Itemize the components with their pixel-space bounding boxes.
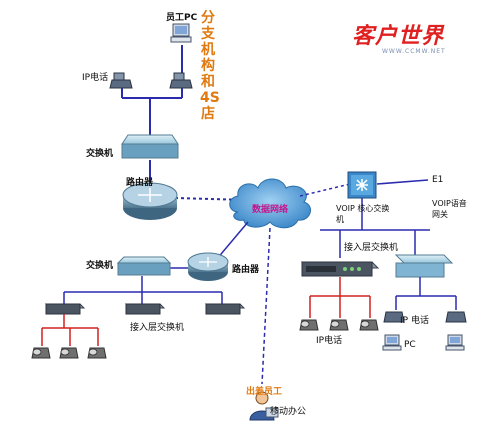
right-links: [395, 277, 457, 310]
ip-phone-icon: [31, 347, 51, 359]
access-switch-icon: [204, 303, 246, 315]
mid-links: [63, 267, 223, 304]
staff-pc-label: 员工PC: [166, 13, 198, 23]
router-mid-label: 路由器: [232, 265, 260, 275]
access-switch-left-label: 接入层交换机: [130, 323, 185, 333]
brand-main-text: 客户世界: [352, 24, 445, 49]
ip-phone-right-label: IP 电话: [400, 316, 429, 326]
data-network-label: 数据网络: [252, 205, 289, 215]
access-switch-rack-icon: [300, 261, 380, 277]
red-links-center: [309, 277, 371, 318]
switch-mid-icon: [116, 256, 172, 276]
ip-phone-top-label: IP电话: [82, 73, 109, 83]
brand-logo: 客户世界 WWW.CCMW.NET: [352, 18, 446, 55]
cloud-links: [215, 183, 351, 385]
ip-phone-icon: [299, 319, 319, 331]
brand-sub-text: WWW.CCMW.NET: [382, 48, 446, 55]
voip-gateway-icon: [394, 254, 454, 278]
switch-mid-label: 交换机: [86, 261, 114, 271]
voip-gateway-label: VOIP语音网关: [432, 199, 467, 219]
ip-phone-icon: [109, 72, 133, 89]
ip-phone-mid-label: IP电话: [316, 336, 343, 346]
branch-title: 分支机构和4S店: [200, 10, 220, 122]
pc-icon: [382, 334, 402, 351]
ip-phone-icon: [59, 347, 79, 359]
ip-phone-icon: [329, 319, 349, 331]
router-top-label: 路由器: [126, 178, 154, 188]
switch-top-icon: [121, 134, 179, 159]
ip-phone-icon: [359, 319, 379, 331]
ip-phone-icon: [87, 347, 107, 359]
traveling-staff-label: 出差员工: [246, 387, 283, 397]
router-top-icon: [122, 182, 178, 220]
ip-phone-icon: [169, 72, 193, 89]
red-links-left: [41, 314, 99, 346]
pc-icon: [445, 334, 465, 351]
traveling-staff-icon: [249, 391, 279, 421]
staff-pc-icon: [170, 23, 192, 43]
access-switch-icon: [124, 303, 166, 315]
e1-label: E1: [432, 175, 444, 185]
pc-label: PC: [404, 340, 416, 350]
ip-phone-icon: [383, 311, 405, 323]
access-switch-center-label: 接入层交换机: [344, 243, 399, 253]
router-mid-icon: [187, 252, 229, 281]
access-switch-icon: [44, 303, 86, 315]
switch-top-label: 交换机: [86, 149, 114, 159]
voip-core-switch-icon: [347, 171, 377, 199]
voip-core-label: VOIP 核心交换机: [336, 204, 390, 224]
ip-phone-icon: [445, 311, 467, 323]
data-network-cloud: [229, 178, 312, 229]
mobile-office-label: 移动办公: [270, 407, 307, 417]
